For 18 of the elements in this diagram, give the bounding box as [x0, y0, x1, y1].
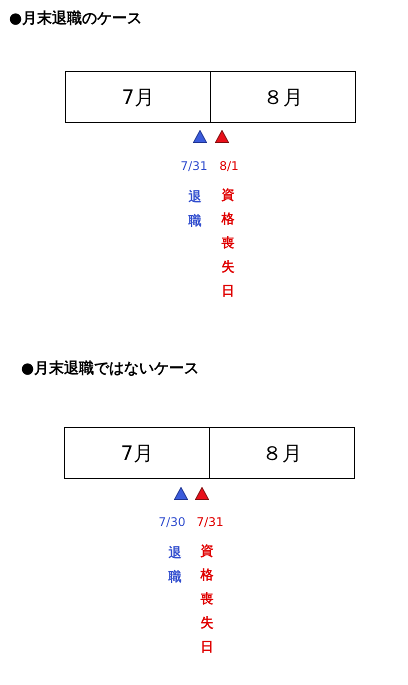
- section-heading: ●月末退職ではないケース: [21, 358, 200, 378]
- date-label: 7/30: [158, 514, 186, 530]
- section-heading: ●月末退職のケース: [9, 8, 142, 28]
- date-label: 8/1: [219, 158, 239, 174]
- month-label: ８月: [262, 440, 302, 466]
- vertical-label: 資格喪失日: [200, 543, 214, 657]
- month-cell: [64, 427, 210, 479]
- month-cell: [210, 427, 355, 479]
- month-label: 7月: [122, 84, 154, 110]
- month-label: 7月: [120, 440, 154, 466]
- date-label: 7/31: [180, 158, 208, 174]
- vertical-label: 退職: [168, 544, 182, 587]
- month-label: ８月: [263, 84, 303, 110]
- month-cell: [65, 71, 211, 123]
- vertical-label: 資格喪失日: [222, 187, 234, 301]
- month-cell: [211, 71, 356, 123]
- vertical-label: 退職: [188, 188, 202, 231]
- date-label: 7/31: [196, 514, 224, 530]
